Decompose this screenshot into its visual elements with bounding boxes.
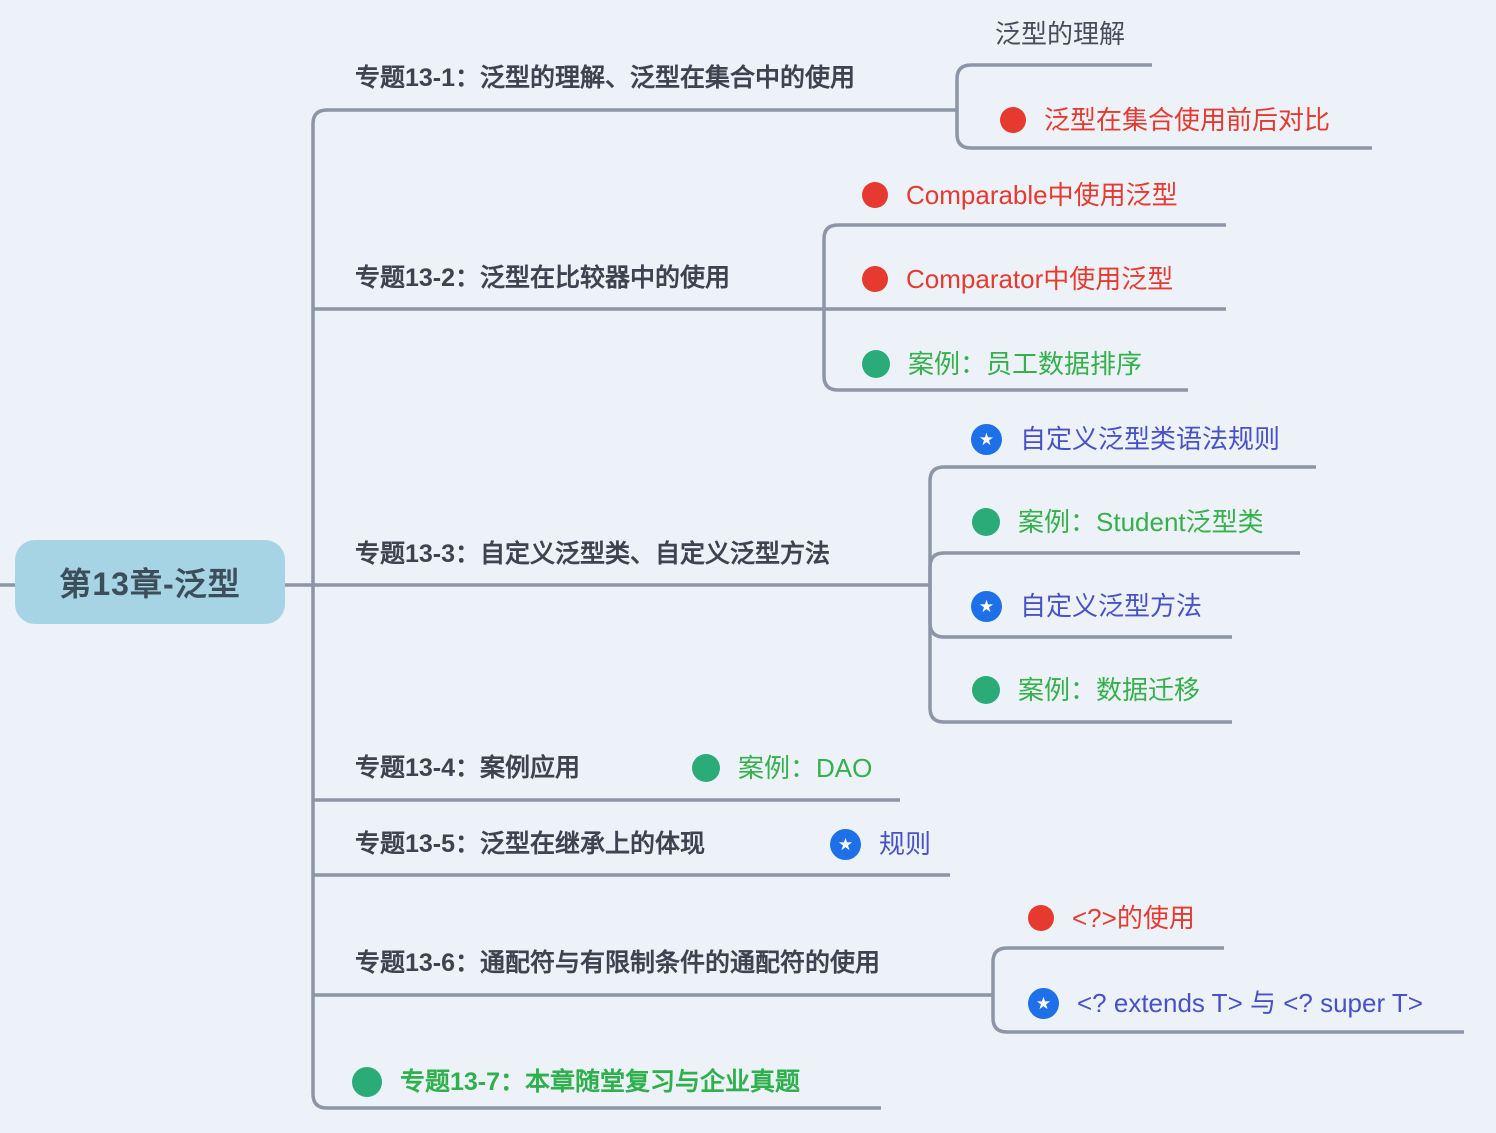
- topic-13-5-label: 专题13-5：泛型在继承上的体现: [355, 830, 706, 858]
- node-generics-understanding[interactable]: 泛型的理解: [995, 16, 1125, 52]
- red-dot-icon: [862, 182, 888, 208]
- star-badge-icon: [830, 828, 861, 860]
- green-dot-icon: [692, 754, 720, 782]
- node-student-generic-case-label: 案例：Student泛型类: [1018, 507, 1264, 537]
- topic-13-7-label: 专题13-7：本章随堂复习与企业真题: [400, 1068, 801, 1096]
- node-generics-understanding-label: 泛型的理解: [995, 19, 1126, 49]
- node-comparator-label: Comparator中使用泛型: [906, 264, 1174, 294]
- red-dot-icon: [1000, 107, 1026, 133]
- node-inheritance-rules-label: 规则: [879, 829, 932, 859]
- node-custom-generic-class-rules-label: 自定义泛型类语法规则: [1020, 424, 1281, 454]
- node-collection-before-after-label: 泛型在集合使用前后对比: [1044, 105, 1331, 135]
- star-badge-icon: [971, 590, 1002, 622]
- node-dao-case-label: 案例：DAO: [738, 753, 873, 783]
- topic-13-7[interactable]: 专题13-7：本章随堂复习与企业真题: [352, 1064, 800, 1100]
- star-badge-icon: [971, 423, 1002, 455]
- node-custom-generic-method[interactable]: 自定义泛型方法: [971, 588, 1202, 624]
- node-inheritance-rules[interactable]: 规则: [830, 826, 931, 862]
- node-data-migration-case-label: 案例：数据迁移: [1018, 675, 1201, 705]
- star-badge-icon: [1028, 987, 1059, 1019]
- node-custom-generic-method-label: 自定义泛型方法: [1020, 591, 1203, 621]
- green-dot-icon: [972, 676, 1000, 704]
- green-dot-icon: [352, 1067, 382, 1097]
- red-dot-icon: [862, 266, 888, 292]
- node-data-migration-case[interactable]: 案例：数据迁移: [972, 672, 1200, 708]
- root-topic[interactable]: 第13章-泛型: [15, 540, 285, 624]
- green-dot-icon: [972, 508, 1000, 536]
- topic-13-2-label: 专题13-2：泛型在比较器中的使用: [355, 264, 731, 292]
- node-employee-sort-case[interactable]: 案例：员工数据排序: [862, 346, 1142, 382]
- node-extends-super-label: <? extends T> 与 <? super T>: [1077, 988, 1423, 1018]
- node-wildcard-usage[interactable]: <?>的使用: [1028, 900, 1195, 936]
- topic-13-6[interactable]: 专题13-6：通配符与有限制条件的通配符的使用: [355, 945, 880, 981]
- node-custom-generic-class-rules[interactable]: 自定义泛型类语法规则: [971, 421, 1280, 457]
- node-collection-before-after[interactable]: 泛型在集合使用前后对比: [1000, 102, 1330, 138]
- topic-13-4[interactable]: 专题13-4：案例应用: [355, 750, 580, 786]
- topic-13-3-label: 专题13-3：自定义泛型类、自定义泛型方法: [355, 540, 831, 568]
- topic-13-2[interactable]: 专题13-2：泛型在比较器中的使用: [355, 260, 730, 296]
- root-topic-label: 第13章-泛型: [59, 566, 241, 602]
- node-comparable[interactable]: Comparable中使用泛型: [862, 177, 1178, 213]
- topic-13-1-label: 专题13-1：泛型的理解、泛型在集合中的使用: [355, 64, 856, 92]
- node-comparator[interactable]: Comparator中使用泛型: [862, 261, 1173, 297]
- topic-13-3[interactable]: 专题13-3：自定义泛型类、自定义泛型方法: [355, 536, 830, 572]
- node-comparable-label: Comparable中使用泛型: [906, 180, 1178, 210]
- topic-13-1[interactable]: 专题13-1：泛型的理解、泛型在集合中的使用: [355, 60, 855, 96]
- topic-13-6-label: 专题13-6：通配符与有限制条件的通配符的使用: [355, 949, 881, 977]
- node-wildcard-usage-label: <?>的使用: [1072, 903, 1195, 933]
- green-dot-icon: [862, 350, 890, 378]
- red-dot-icon: [1028, 905, 1054, 931]
- topic-13-5[interactable]: 专题13-5：泛型在继承上的体现: [355, 826, 705, 862]
- node-dao-case[interactable]: 案例：DAO: [692, 750, 872, 786]
- node-student-generic-case[interactable]: 案例：Student泛型类: [972, 504, 1264, 540]
- node-extends-super[interactable]: <? extends T> 与 <? super T>: [1028, 985, 1423, 1021]
- topic-13-4-label: 专题13-4：案例应用: [355, 754, 581, 782]
- node-employee-sort-case-label: 案例：员工数据排序: [908, 349, 1143, 379]
